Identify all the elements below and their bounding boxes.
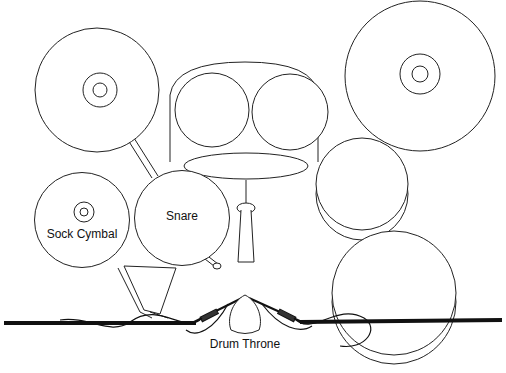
throne-seat-outline	[230, 295, 261, 334]
microphone-stand-part	[300, 320, 502, 322]
crash-cymbal-part	[93, 83, 107, 97]
floor-tom-part	[332, 231, 456, 355]
bass-pedal-part	[238, 210, 254, 262]
drum-part: Sock Cymbal	[34, 172, 130, 268]
ride-cymbal-part	[412, 66, 428, 82]
cymbal-edge	[35, 173, 130, 268]
part-label: Sock Cymbal	[45, 228, 120, 241]
hi-hat-stand	[118, 266, 176, 318]
bass-pedal-part	[246, 180, 247, 203]
ride-cymbal	[345, 1, 495, 151]
throne-seat: Drum Throne	[200, 292, 290, 358]
microphone-cable-part	[294, 314, 371, 347]
ride-cymbal-part	[400, 54, 440, 94]
crash-cymbal-part	[83, 73, 117, 107]
rack-toms-part	[252, 74, 328, 150]
cymbal-hole	[80, 208, 88, 216]
hi-hat-stand-part	[124, 266, 176, 314]
microphone-stand-part	[200, 309, 218, 322]
rack-toms	[175, 73, 328, 150]
floor-tom	[332, 231, 456, 364]
node-outline	[34, 172, 130, 268]
snare-stand-part	[213, 263, 221, 269]
part-label: Drum Throne	[208, 338, 282, 351]
cymbal-bell	[74, 202, 94, 222]
floor-tom-part	[316, 138, 408, 230]
crash-cymbal-part	[134, 138, 158, 176]
crash-cymbal	[35, 28, 159, 178]
microphone-cable-part	[186, 304, 228, 333]
drum-head	[135, 171, 230, 266]
microphone-stand-part	[278, 309, 296, 322]
crash-cymbal-part	[128, 140, 152, 178]
part-label: Snare	[164, 210, 200, 223]
ride-cymbal-part	[345, 1, 495, 151]
floor-tom	[316, 138, 408, 240]
microphone-cable-part	[60, 315, 202, 327]
drum-part: Snare	[134, 170, 230, 266]
bass-pedal	[237, 180, 255, 262]
rack-toms-part	[175, 73, 249, 147]
crash-cymbal-part	[35, 28, 159, 152]
microphone-cable-part	[262, 304, 312, 329]
